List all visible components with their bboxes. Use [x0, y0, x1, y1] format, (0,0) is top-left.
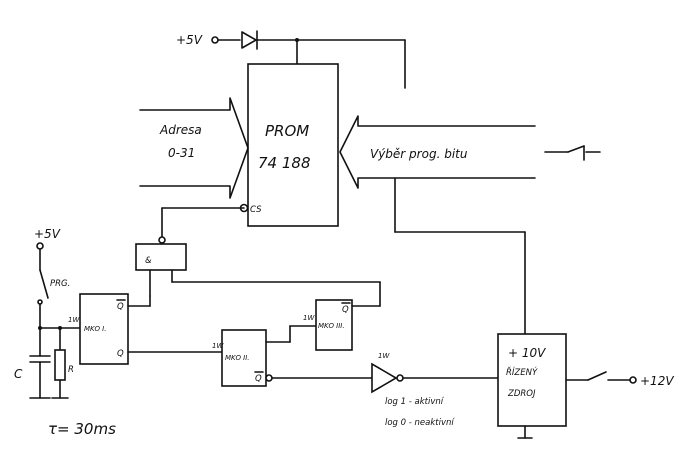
- capacitor-label: C: [14, 367, 23, 381]
- bit-select-label: Výběr prog. bitu: [370, 147, 468, 161]
- mko3-name: MKO III.: [318, 322, 345, 330]
- mko1-name: MKO I.: [84, 325, 106, 333]
- address-label: Adresa: [159, 123, 202, 137]
- resistor-label: R: [68, 365, 74, 375]
- top-supply-rail: +5V: [176, 30, 406, 89]
- source-line2: ŘÍZENÝ: [506, 366, 538, 378]
- supply-top-label: +5V: [176, 33, 203, 47]
- source-line3: ZDROJ: [507, 389, 536, 399]
- source-voltage: + 10V: [508, 346, 546, 360]
- mko3-input-mark: 1W: [303, 314, 315, 322]
- mko1-input-mark: 1W: [68, 316, 80, 324]
- input-network: +5V PRG. C R τ= 30ms: [14, 227, 116, 438]
- address-range: 0-31: [168, 146, 195, 160]
- mko3-block: MKO III. 1W Q: [303, 299, 381, 351]
- output-voltage-label: +12V: [640, 374, 674, 388]
- diode-symbol: [241, 30, 258, 50]
- mko1-q: Q: [117, 349, 124, 359]
- bit-select-switch: [544, 145, 601, 161]
- supply-left-label: +5V: [34, 227, 61, 241]
- mko1-block: MKO I. Q Q 1W: [68, 293, 223, 365]
- bit-select-arrow: Výběr prog. bitu: [339, 115, 601, 189]
- logic-note-line2: log 0 - neaktivní: [385, 418, 455, 428]
- gate-mark: &: [145, 256, 152, 266]
- inverter-mark: 1W: [378, 352, 390, 360]
- mko2-input-mark: 1W: [212, 342, 224, 350]
- prom-chip: PROM 74 188 CS: [239, 63, 339, 227]
- rail-to-source-wire: [394, 177, 526, 335]
- mko1-qbar: Q: [117, 302, 124, 312]
- mko2-block: MKO II. 1W Q: [212, 325, 373, 387]
- mko2-name: MKO II.: [225, 354, 250, 362]
- time-constant: τ= 30ms: [48, 420, 116, 438]
- output-switch: +12V: [565, 371, 674, 388]
- prom-part-number: 74 188: [258, 154, 311, 172]
- mko2-qbar: Q: [255, 374, 262, 384]
- prom-cs-pin: CS: [250, 205, 262, 215]
- resistor-symbol: [51, 327, 69, 399]
- inverter: 1W log 1 - aktivní log 0 - neaktivní: [371, 352, 499, 428]
- capacitor-symbol: [29, 327, 51, 399]
- address-input-arrow: Adresa 0-31: [139, 97, 249, 199]
- prom-name: PROM: [265, 122, 309, 140]
- cs-gate: &: [135, 207, 381, 307]
- mko3-qbar: Q: [342, 305, 349, 315]
- logic-note-line1: log 1 - aktivní: [385, 397, 445, 407]
- regulated-source: + 10V ŘÍZENÝ ZDROJ: [497, 333, 567, 439]
- prg-switch: [37, 269, 49, 305]
- switch-label: PRG.: [50, 279, 70, 289]
